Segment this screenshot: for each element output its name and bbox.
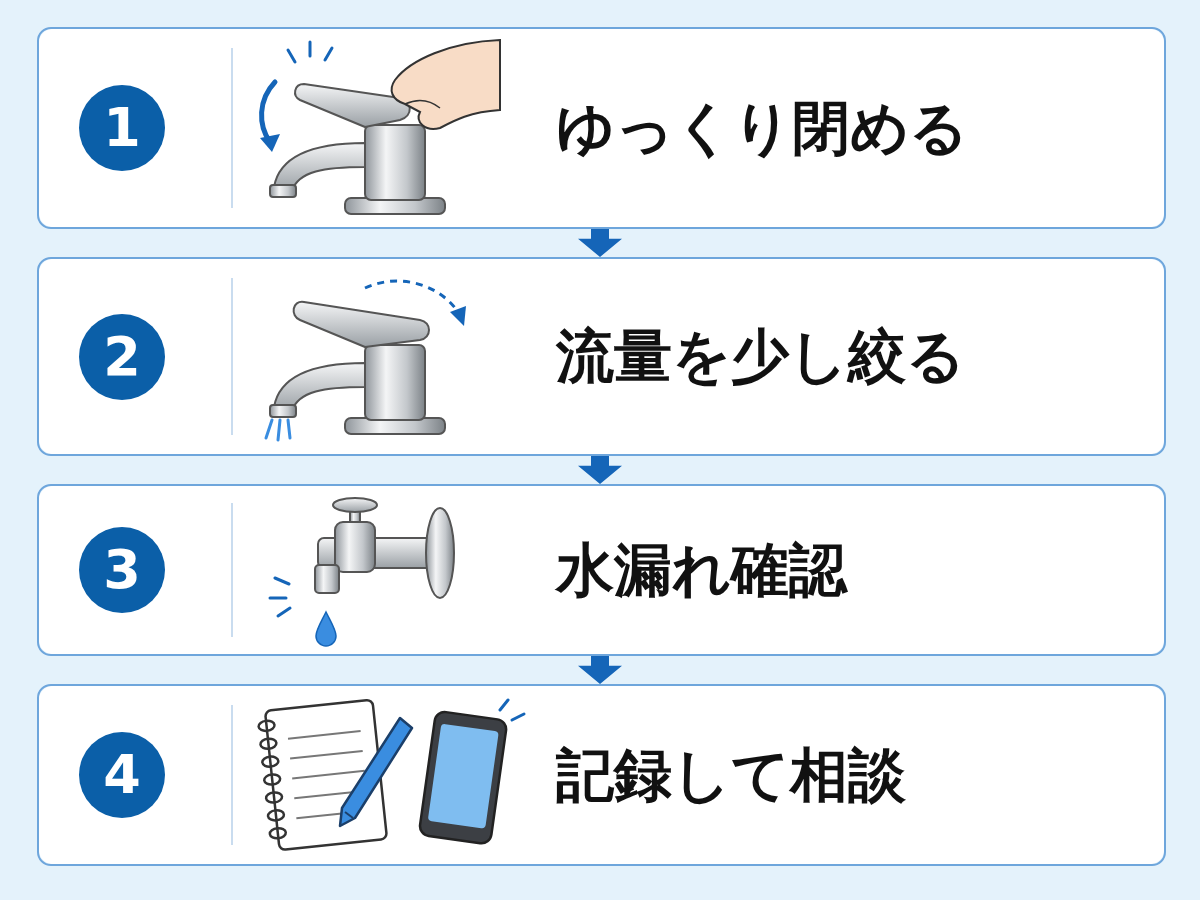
flow-arrow [578,656,622,684]
step-number: 1 [103,101,141,155]
step-number-circle: 2 [79,314,165,400]
flow-arrow [578,229,622,257]
step-box: 流量を少し絞る 2 [37,257,1166,456]
flow-arrow [578,456,622,484]
step-label: ゆっくり閉める [556,95,968,162]
step-number: 2 [103,330,141,384]
step-box: ゆっくり閉める 1 [37,27,1166,229]
step-number: 4 [103,748,141,802]
step-box: 水漏れ確認 3 [37,484,1166,656]
step-box: 記録して相談 4 [37,684,1166,866]
step-label: 水漏れ確認 [556,537,847,604]
step-number-circle: 4 [79,732,165,818]
step-number-circle: 3 [79,527,165,613]
step-label: 記録して相談 [556,742,906,809]
step-number-circle: 1 [79,85,165,171]
step-number: 3 [103,543,141,597]
step-label: 流量を少し絞る [556,323,965,390]
